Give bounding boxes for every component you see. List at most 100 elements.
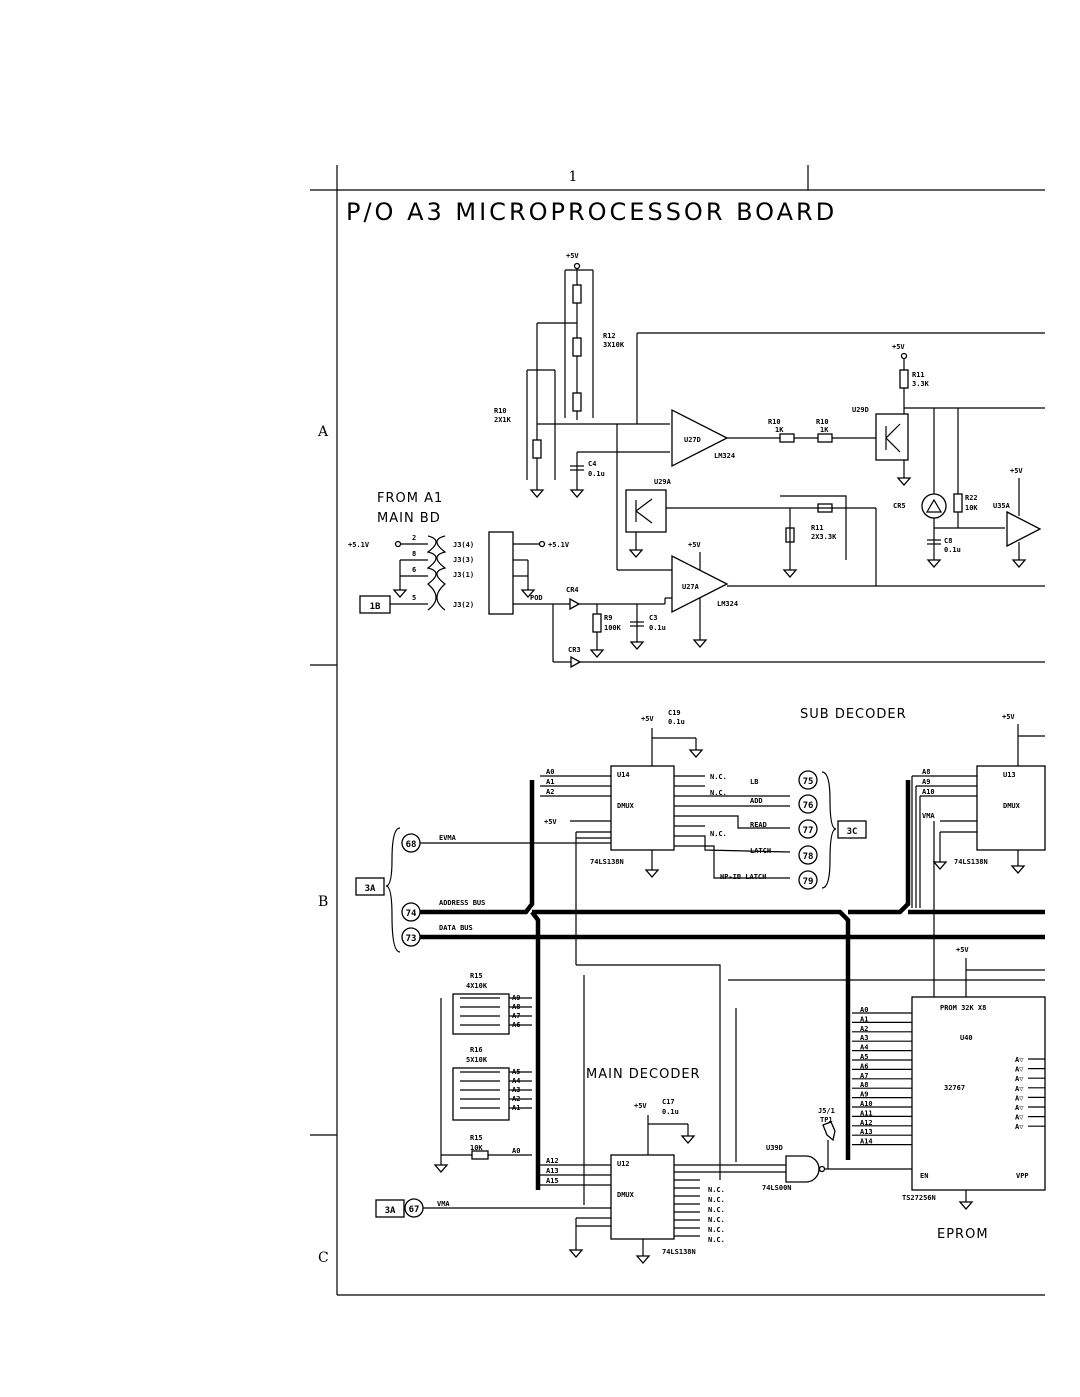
u39d-type: 74LS00N <box>762 1184 792 1192</box>
r12-value: 3X10K <box>603 341 625 349</box>
j5-label: J5/1 <box>818 1107 835 1115</box>
cr5-zener <box>921 493 947 519</box>
u39d-inputs <box>700 1164 786 1173</box>
r16-pack <box>452 1067 510 1121</box>
ref-3c[interactable]: 3C <box>847 827 858 837</box>
eprom-title: EPROM <box>937 1227 989 1242</box>
ref-3a-bottom[interactable]: 3A <box>385 1206 396 1216</box>
node-78[interactable] <box>798 845 818 865</box>
u12-nc-6: N.C. <box>708 1236 725 1244</box>
r15a-a6: A6 <box>512 1021 520 1029</box>
u12-nc-1: N.C. <box>708 1186 725 1194</box>
r15a-value: 4X10K <box>466 982 488 990</box>
u14-a1: A1 <box>546 778 554 786</box>
node-77[interactable] <box>798 819 818 839</box>
ground-icon <box>589 649 605 658</box>
ref-3a-bottom-box[interactable] <box>375 1199 405 1218</box>
r12-resistor-1 <box>572 284 582 304</box>
u40-label: U40 <box>960 1034 973 1042</box>
node-76-label[interactable]: 76 <box>803 801 814 811</box>
node-75[interactable] <box>798 770 818 790</box>
eprom-input-label: A14 <box>860 1138 873 1146</box>
ground-icon <box>932 861 948 870</box>
eprom-output-marker: A▽ <box>1015 1114 1024 1122</box>
r16-a3: A3 <box>512 1086 520 1094</box>
eprom-input-label: A9 <box>860 1091 868 1099</box>
ref-3a-left[interactable]: 3A <box>365 884 376 894</box>
r15b-resistor <box>471 1150 489 1160</box>
eprom-input-label: A7 <box>860 1072 868 1080</box>
r16-a2: A2 <box>512 1095 520 1103</box>
eprom-input-label: A6 <box>860 1062 868 1070</box>
r15a-elements <box>460 997 500 1026</box>
u14-label: U14 <box>617 771 630 779</box>
r15a-pack <box>452 993 510 1035</box>
r10-label: R10 <box>494 407 507 415</box>
node-79[interactable] <box>798 870 818 890</box>
ref-3c-box[interactable] <box>837 820 867 839</box>
ground-icon <box>688 749 704 758</box>
node-68-label[interactable]: 68 <box>406 840 417 850</box>
u13-a8: A8 <box>922 768 930 776</box>
node-75-label[interactable]: 75 <box>803 777 814 787</box>
r11-resistor <box>899 369 909 389</box>
node-78-label[interactable]: 78 <box>803 852 814 862</box>
u39d-label: U39D <box>766 1144 783 1152</box>
u13-vma: VMA <box>922 812 935 820</box>
node-76[interactable] <box>798 794 818 814</box>
ref-1b[interactable]: 1B <box>370 602 381 612</box>
from-a1-label: FROM A1 <box>377 491 443 506</box>
ground-icon <box>958 1201 974 1210</box>
r12-supply: +5V <box>566 252 579 260</box>
eprom-output-marker: A▽ <box>1015 1123 1024 1131</box>
node-77-label[interactable]: 77 <box>803 826 814 836</box>
u12-a15: A15 <box>546 1177 559 1185</box>
pin-8: 8 <box>412 550 416 558</box>
c4-value: 0.1u <box>588 470 605 478</box>
u14-supply: +5V <box>641 715 654 723</box>
u13-dmux: DMUX <box>1003 802 1021 810</box>
u35a-supply: +5V <box>1010 467 1023 475</box>
node-79-label[interactable]: 79 <box>803 877 814 887</box>
j3-3-label: J3(3) <box>453 556 474 564</box>
u13-enable-net <box>939 820 977 862</box>
u14-enable-supply: +5V <box>544 818 557 826</box>
connector-j3-receptacle <box>488 531 514 615</box>
pin-6: 6 <box>412 566 416 574</box>
u27a-label: U27A <box>682 583 700 591</box>
u12-nc-5: N.C. <box>708 1226 725 1234</box>
u12-nc-4: N.C. <box>708 1216 725 1224</box>
node-67-label[interactable]: 67 <box>409 1205 420 1215</box>
c19-value: 0.1u <box>668 718 685 726</box>
u29a-transistor <box>625 489 667 533</box>
r15b-a0: A0 <box>512 1147 520 1155</box>
c17-label: C17 <box>662 1098 675 1106</box>
node-74-label[interactable]: 74 <box>406 909 417 919</box>
ground-icon <box>433 1164 449 1173</box>
u14-g2-net <box>575 831 611 965</box>
ref-3a-left-box[interactable] <box>355 877 385 896</box>
u40-en: EN <box>920 1172 928 1180</box>
tp1-test-point[interactable] <box>822 1121 836 1142</box>
node-73-label[interactable]: 73 <box>406 934 417 944</box>
r15a-a7: A7 <box>512 1012 520 1020</box>
ground-icon <box>392 589 408 598</box>
eprom-input-label: A8 <box>860 1081 868 1089</box>
pod-label: POD <box>530 594 543 602</box>
r16-a5: A5 <box>512 1068 520 1076</box>
u12-enable-net <box>575 1217 611 1250</box>
r10-pack-outline <box>526 369 556 480</box>
u27a-type: LM324 <box>717 600 738 608</box>
c3-value: 0.1u <box>649 624 666 632</box>
brace-left <box>385 827 401 953</box>
r15a-label: R15 <box>470 972 483 980</box>
r15a-a8: A8 <box>512 1003 520 1011</box>
r16-label: R16 <box>470 1046 483 1054</box>
sheet-title: P/O A3 MICROPROCESSOR BOARD <box>346 198 837 226</box>
u40-vpp: VPP <box>1016 1172 1029 1180</box>
eprom-input-label: A3 <box>860 1034 868 1042</box>
transistor-symbol <box>635 498 653 524</box>
r12-label: R12 <box>603 332 616 340</box>
r11-value: 3.3K <box>912 380 930 388</box>
u14-type: 74LS138N <box>590 858 624 866</box>
